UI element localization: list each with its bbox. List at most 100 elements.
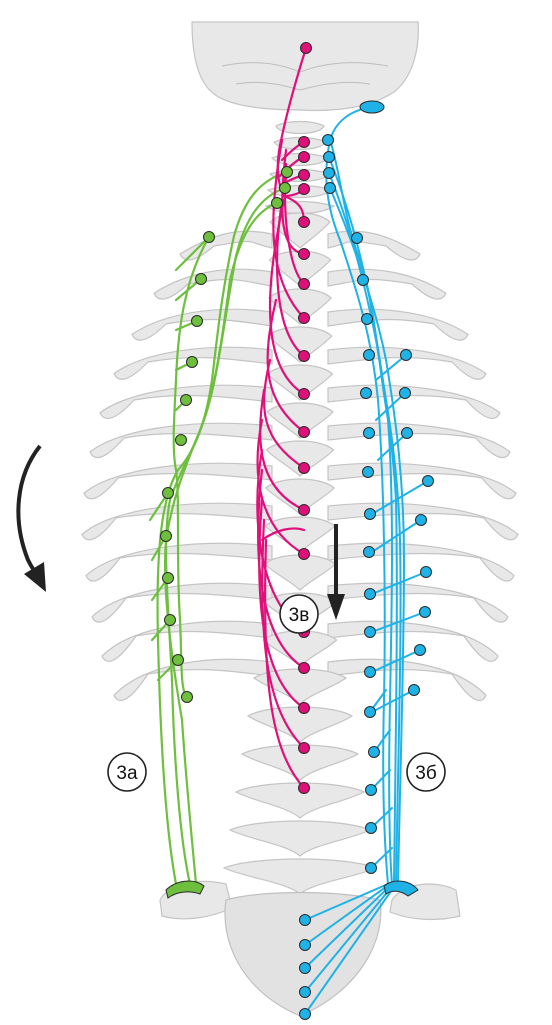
right-rib <box>328 269 446 299</box>
cyan-node <box>366 823 377 834</box>
label-right-text: 3б <box>415 763 437 784</box>
rotation-arrow-curve <box>18 446 40 578</box>
cyan-node <box>358 275 369 286</box>
cyan-node <box>420 607 431 618</box>
cyan-node <box>400 388 411 399</box>
cyan-node <box>365 589 376 600</box>
magenta-node <box>299 463 310 474</box>
green-node <box>161 531 172 542</box>
left-rib <box>102 621 272 661</box>
label-right: 3б <box>407 753 445 791</box>
right-rib <box>328 309 468 340</box>
cyan-node <box>401 350 412 361</box>
cyan-node <box>364 428 375 439</box>
right-rib <box>328 385 500 418</box>
right-rib <box>328 543 514 581</box>
label-left: 3а <box>108 753 146 791</box>
rotation-arrow-head <box>24 562 46 592</box>
green-node <box>196 274 207 285</box>
magenta-node <box>299 152 310 163</box>
cyan-node <box>364 547 375 558</box>
cyan-attachment-top <box>360 101 384 113</box>
magenta-node <box>299 137 310 148</box>
cyan-node <box>300 915 311 926</box>
magenta-node <box>299 389 310 400</box>
green-node <box>163 573 174 584</box>
rotation-arrow <box>18 446 46 592</box>
right-rib <box>328 463 516 498</box>
magenta-node <box>299 505 310 516</box>
vertebra <box>230 821 370 856</box>
magenta-node <box>301 43 312 54</box>
cyan-node <box>300 940 311 951</box>
cyan-node <box>415 645 426 656</box>
cyan-node <box>365 509 376 520</box>
label-left-text: 3а <box>116 763 138 784</box>
magenta-node <box>299 663 310 674</box>
cyan-node <box>423 476 434 487</box>
cyan-node <box>409 685 420 696</box>
right-rib <box>328 621 498 661</box>
cyan-node <box>365 707 376 718</box>
green-node <box>280 183 291 194</box>
vertebra <box>265 517 335 552</box>
cyan-nerve <box>326 107 388 884</box>
magenta-node <box>299 549 310 560</box>
cyan-node <box>324 152 335 163</box>
label-center: 3в <box>280 595 318 633</box>
cyan-node <box>366 863 377 874</box>
magenta-node <box>299 313 310 324</box>
right-rib <box>328 583 508 622</box>
magenta-node <box>299 217 310 228</box>
cyan-node <box>323 135 334 146</box>
label-center-text: 3в <box>289 605 310 626</box>
magenta-node <box>299 184 310 195</box>
cyan-node <box>365 627 376 638</box>
green-node <box>163 488 174 499</box>
green-node <box>204 232 215 243</box>
vertebra <box>224 859 376 894</box>
left-rib <box>92 583 272 622</box>
green-node <box>181 395 192 406</box>
cyan-node <box>416 515 427 526</box>
cyan-node <box>364 350 375 361</box>
magenta-node <box>299 743 310 754</box>
cyan-node <box>366 785 377 796</box>
cyan-node <box>352 233 363 244</box>
cyan-node <box>402 428 413 439</box>
cyan-node <box>300 987 311 998</box>
cyan-node <box>300 1009 311 1020</box>
pelvis <box>160 881 460 1016</box>
magenta-node <box>299 249 310 260</box>
cyan-node <box>365 667 376 678</box>
cyan-node <box>363 467 374 478</box>
left-rib <box>154 269 272 299</box>
cyan-node <box>361 388 372 399</box>
cyan-node <box>325 183 336 194</box>
left-rib <box>132 309 272 340</box>
left-rib <box>180 231 272 260</box>
right-rib <box>328 423 510 457</box>
vertebra <box>265 555 336 590</box>
green-node <box>192 316 203 327</box>
magenta-node <box>299 427 310 438</box>
magenta-node <box>299 783 310 794</box>
green-node <box>176 435 187 446</box>
cyan-node <box>362 314 373 325</box>
green-node <box>282 167 293 178</box>
left-rib <box>114 659 272 700</box>
green-node <box>173 655 184 666</box>
green-node <box>187 357 198 368</box>
cyan-node <box>324 168 335 179</box>
skull-base <box>192 22 418 110</box>
green-node <box>165 615 176 626</box>
green-node <box>182 692 193 703</box>
cyan-node <box>300 963 311 974</box>
cyan-node <box>421 567 432 578</box>
magenta-node <box>299 279 310 290</box>
magenta-node <box>299 170 310 181</box>
magenta-node <box>299 351 310 362</box>
cyan-node <box>369 747 380 758</box>
